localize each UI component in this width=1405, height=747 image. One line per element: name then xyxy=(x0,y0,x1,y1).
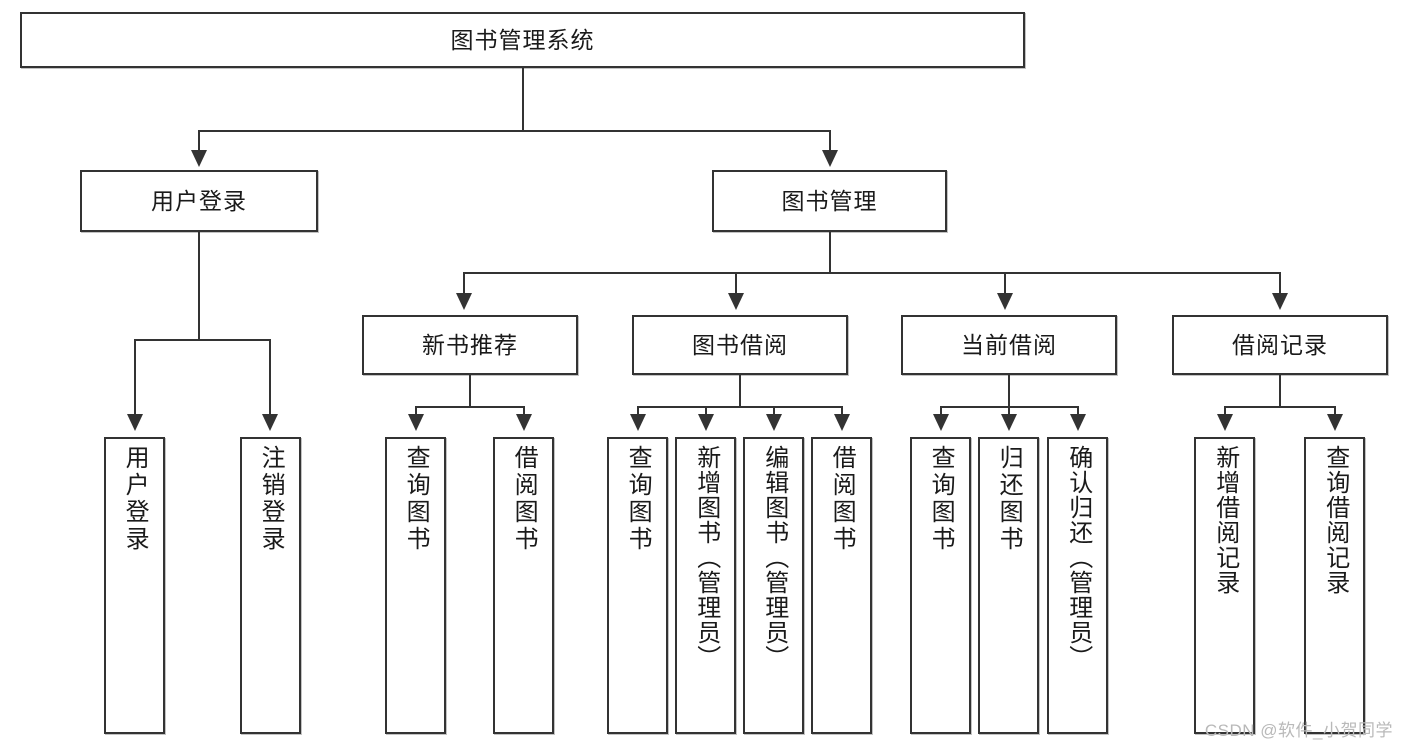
leaf-logout[interactable]: 注销登录 xyxy=(240,437,301,734)
arrowhead-currentborrow-3 xyxy=(1070,414,1086,431)
connector-level3-drop-3 xyxy=(1004,272,1006,296)
connector-newbook-drop-2 xyxy=(523,406,525,417)
leaf-return-book[interactable]: 归还图书 xyxy=(978,437,1039,734)
arrowhead-bookborrow-1 xyxy=(630,414,646,431)
arrowhead-level2-2 xyxy=(822,150,838,167)
connector-bookborrow-drop-3 xyxy=(773,406,775,417)
connector-currentborrow-drop-1 xyxy=(940,406,942,417)
connector-currentborrow-drop-3 xyxy=(1077,406,1079,417)
leaf-borrow-book-recommend[interactable]: 借阅图书 xyxy=(493,437,554,734)
connector-userlogin-drop-1 xyxy=(134,339,136,417)
arrowhead-bookborrow-2 xyxy=(698,414,714,431)
connector-level2-drop-1 xyxy=(198,130,200,153)
connector-bookborrow-drop-2 xyxy=(705,406,707,417)
node-label: 新书推荐 xyxy=(422,331,518,358)
arrowhead-level3-2 xyxy=(728,293,744,310)
node-new-book-recommend[interactable]: 新书推荐 xyxy=(362,315,578,375)
connector-bookborrow-drop-1 xyxy=(637,406,639,417)
connector-bookborrow-stem xyxy=(739,375,741,408)
leaf-query-book-recommend[interactable]: 查询图书 xyxy=(385,437,446,734)
leaf-label: 编辑图书（管理员） xyxy=(760,445,788,670)
connector-newbook-bus xyxy=(415,406,525,408)
leaf-label: 借阅图书 xyxy=(510,445,538,553)
connector-newbook-stem xyxy=(469,375,471,408)
node-user-login[interactable]: 用户登录 xyxy=(80,170,318,232)
connector-currentborrow-drop-2 xyxy=(1008,406,1010,417)
arrowhead-newbook-1 xyxy=(408,414,424,431)
connector-currentborrow-stem xyxy=(1008,375,1010,408)
arrowhead-level2-1 xyxy=(191,150,207,167)
leaf-label: 查询借阅记录 xyxy=(1321,445,1349,595)
leaf-label: 归还图书 xyxy=(995,445,1023,553)
connector-borrowrecord-bus xyxy=(1224,406,1336,408)
connector-level3-bus xyxy=(463,272,1280,274)
connector-bookborrow-drop-4 xyxy=(841,406,843,417)
node-label: 图书管理系统 xyxy=(450,26,595,53)
leaf-label: 用户登录 xyxy=(121,445,149,553)
connector-userlogin-stem xyxy=(198,232,200,341)
node-label: 当前借阅 xyxy=(961,331,1057,358)
leaf-query-book-borrow[interactable]: 查询图书 xyxy=(607,437,668,734)
node-label: 图书借阅 xyxy=(692,331,788,358)
connector-level3-drop-4 xyxy=(1279,272,1281,296)
connector-root-stem xyxy=(522,68,524,131)
node-root-system[interactable]: 图书管理系统 xyxy=(20,12,1025,68)
leaf-confirm-return-admin[interactable]: 确认归还（管理员） xyxy=(1047,437,1108,734)
arrowhead-level3-4 xyxy=(1272,293,1288,310)
connector-borrowrecord-drop-2 xyxy=(1334,406,1336,417)
leaf-user-login[interactable]: 用户登录 xyxy=(104,437,165,734)
leaf-label: 确认归还（管理员） xyxy=(1064,445,1092,670)
node-label: 图书管理 xyxy=(781,187,878,214)
arrowhead-currentborrow-1 xyxy=(933,414,949,431)
node-label: 借阅记录 xyxy=(1232,331,1328,358)
leaf-label: 查询图书 xyxy=(624,445,652,553)
connector-level2-bus xyxy=(198,130,831,132)
connector-userlogin-drop-2 xyxy=(269,339,271,417)
connector-borrowrecord-drop-1 xyxy=(1224,406,1226,417)
arrowhead-borrowrecord-1 xyxy=(1217,414,1233,431)
arrowhead-userlogin-1 xyxy=(127,414,143,431)
arrowhead-userlogin-2 xyxy=(262,414,278,431)
node-book-management[interactable]: 图书管理 xyxy=(712,170,947,232)
node-borrow-record[interactable]: 借阅记录 xyxy=(1172,315,1388,375)
leaf-edit-book-admin[interactable]: 编辑图书（管理员） xyxy=(743,437,804,734)
arrowhead-currentborrow-2 xyxy=(1001,414,1017,431)
connector-userlogin-bus xyxy=(134,339,271,341)
connector-bookborrow-bus xyxy=(637,406,843,408)
leaf-add-borrow-record[interactable]: 新增借阅记录 xyxy=(1194,437,1255,734)
leaf-add-book-admin[interactable]: 新增图书（管理员） xyxy=(675,437,736,734)
arrowhead-bookborrow-3 xyxy=(766,414,782,431)
arrowhead-borrowrecord-2 xyxy=(1327,414,1343,431)
leaf-label: 查询图书 xyxy=(927,445,955,553)
node-current-borrow[interactable]: 当前借阅 xyxy=(901,315,1117,375)
connector-newbook-drop-1 xyxy=(415,406,417,417)
leaf-label: 借阅图书 xyxy=(828,445,856,553)
connector-borrowrecord-stem xyxy=(1279,375,1281,408)
connector-level2-drop-2 xyxy=(829,130,831,153)
node-book-borrow[interactable]: 图书借阅 xyxy=(632,315,848,375)
connector-level3-drop-1 xyxy=(463,272,465,296)
arrowhead-level3-1 xyxy=(456,293,472,310)
connector-bookmgmt-stem xyxy=(829,232,831,274)
leaf-label: 新增图书（管理员） xyxy=(692,445,720,670)
node-label: 用户登录 xyxy=(151,187,247,214)
connector-level3-drop-2 xyxy=(735,272,737,296)
leaf-label: 新增借阅记录 xyxy=(1211,445,1239,595)
arrowhead-bookborrow-4 xyxy=(834,414,850,431)
arrowhead-newbook-2 xyxy=(516,414,532,431)
leaf-label: 查询图书 xyxy=(402,445,430,553)
leaf-label: 注销登录 xyxy=(257,445,285,553)
leaf-borrow-book[interactable]: 借阅图书 xyxy=(811,437,872,734)
arrowhead-level3-3 xyxy=(997,293,1013,310)
leaf-query-book-current[interactable]: 查询图书 xyxy=(910,437,971,734)
leaf-query-borrow-record[interactable]: 查询借阅记录 xyxy=(1304,437,1365,734)
